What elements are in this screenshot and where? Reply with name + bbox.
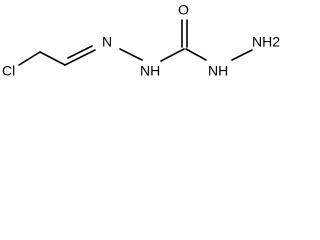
atom-label-cl: Cl: [2, 63, 15, 79]
atom-label-nh2: NH2: [252, 34, 280, 50]
atom-label-oxygen: O: [178, 2, 189, 18]
chemical-structure: Cl N NH O NH NH2: [2, 2, 280, 79]
atom-label-nh-left: NH: [140, 63, 160, 79]
bond-c2-n1-outer: [64, 49, 96, 66]
bond-n3-n4: [231, 49, 253, 61]
atom-label-imine-n: N: [102, 34, 112, 50]
bond-cl-c1: [18, 51, 41, 66]
bond-c3-n3: [185, 48, 207, 61]
bond-n1-n2: [119, 48, 143, 61]
bond-c2-n1-inner: [67, 45, 93, 59]
bond-c1-c2: [39, 51, 66, 66]
atom-label-nh-right: NH: [208, 63, 228, 79]
bond-n2-c3: [160, 48, 185, 62]
